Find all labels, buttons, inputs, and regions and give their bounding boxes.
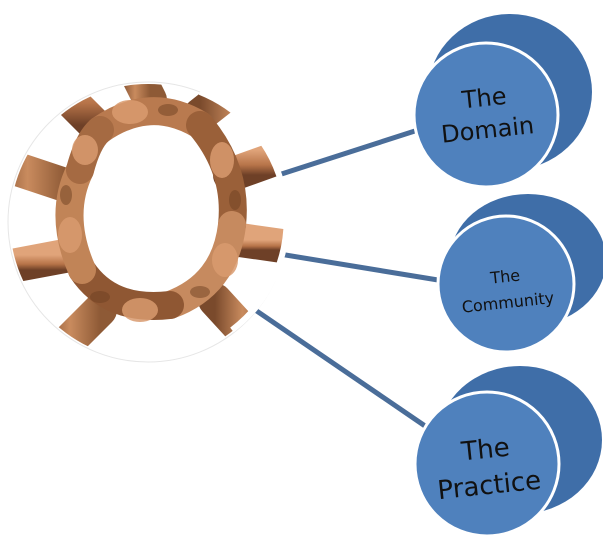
connector-practice	[246, 302, 430, 431]
node-community-label-line1: The	[488, 266, 521, 288]
node-practice: The Practice	[413, 366, 602, 536]
node-domain: The Domain	[412, 14, 592, 189]
connector-community	[254, 247, 439, 283]
node-domain-label-line1: The	[460, 82, 508, 115]
node-community-circle	[436, 214, 576, 354]
node-community: The Community	[436, 194, 603, 354]
node-practice-circle	[413, 390, 561, 536]
node-practice-label-line1: The	[459, 433, 511, 468]
node-domain-circle	[412, 41, 560, 189]
center-hands-image	[7, 81, 290, 363]
